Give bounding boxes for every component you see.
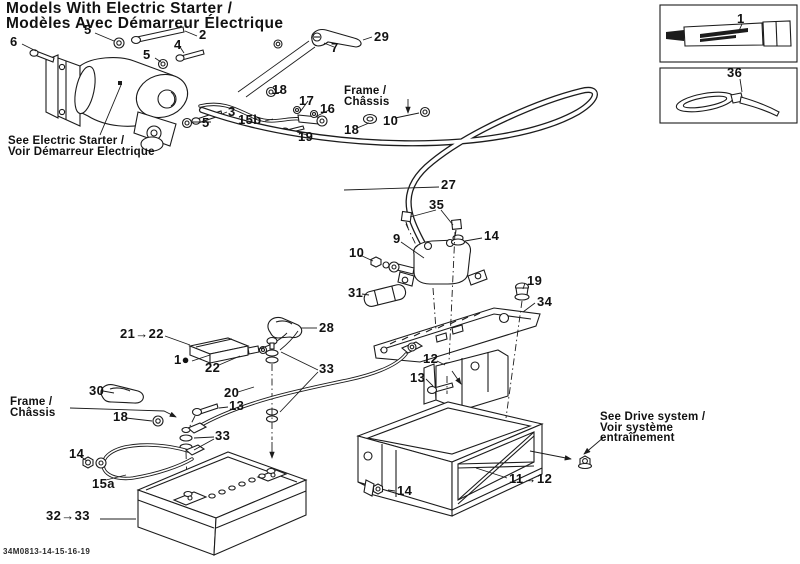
callout-1-apply: 1●: [174, 352, 190, 367]
callout-19b: 19: [527, 273, 543, 288]
battery-tray: [356, 349, 544, 517]
frame-grommets: [362, 106, 431, 125]
callout-31: 31: [348, 285, 364, 300]
page-title-line1: Models With Electric Starter /: [6, 0, 233, 17]
note-target-dot: [118, 81, 122, 85]
callout-19a: 19: [298, 129, 314, 144]
boot-28: [267, 316, 303, 339]
inset-box-cable-tie: [659, 67, 798, 124]
callout-10a: 10: [349, 245, 365, 260]
drive-system-nut: [577, 455, 593, 470]
note-frame-top: Frame / Châssis: [344, 85, 390, 108]
callout-32-33: 32→33: [46, 508, 90, 523]
note-electric-starter: See Electric Starter / Voir Démarreur El…: [8, 135, 155, 158]
callout-5a: 5: [84, 22, 92, 37]
solenoid-assembly: [370, 210, 488, 287]
assembly-axis-lines: [405, 223, 523, 419]
boot-30: [100, 384, 144, 404]
callout-33r: 33: [319, 361, 335, 376]
callout-14a: 14: [484, 228, 500, 243]
battery-cable-27: [198, 86, 598, 264]
callout-18c: 18: [113, 409, 129, 424]
callout-5c: 5: [202, 115, 210, 130]
callout-9: 9: [393, 231, 401, 246]
callout-20: 20: [224, 385, 240, 400]
washer-18-left: [152, 415, 164, 427]
callout-3: 3: [228, 104, 236, 119]
callout-34: 34: [537, 294, 553, 309]
callout-29: 29: [374, 29, 390, 44]
callout-13b: 13: [410, 370, 426, 385]
cable-clamp: [237, 29, 362, 98]
fuse-link-31: [363, 284, 407, 307]
callout-22: 22: [205, 360, 221, 375]
callout-14b: 14: [397, 483, 413, 498]
callout-6: 6: [10, 34, 18, 49]
note-frame-left: Frame / Châssis: [10, 396, 56, 419]
callout-18a: 18: [272, 82, 288, 97]
washer-stack-33-right: [265, 336, 279, 459]
callout-box-36: 36: [727, 65, 743, 80]
fuse-holder-21-22: [188, 330, 299, 364]
callout-box-1: 1: [737, 11, 745, 26]
callout-15a: 15a: [92, 476, 115, 491]
callout-15b: 15b: [238, 112, 262, 127]
page-title-line2: Modèles Avec Démarreur Électrique: [6, 15, 284, 32]
battery-cable-20: [186, 341, 424, 434]
callout-28: 28: [319, 320, 335, 335]
callout-10b: 10: [383, 113, 399, 128]
callout-4: 4: [174, 37, 182, 52]
callout-35: 35: [429, 197, 445, 212]
page-title: Models With Electric Starter / Modèles A…: [6, 0, 284, 32]
bolt-13-left: [187, 403, 219, 431]
callout-5b: 5: [143, 47, 151, 62]
callout-12: 12: [423, 351, 439, 366]
drawing-code: 34M0813-14-15-16-19: [3, 547, 91, 556]
battery: [136, 451, 308, 556]
starter-motor: [45, 54, 189, 152]
callout-33l: 33: [215, 428, 231, 443]
callout-17: 17: [299, 93, 315, 108]
inset-box-grease-tube: [659, 4, 798, 63]
callout-2: 2: [199, 27, 207, 42]
callout-14l: 14: [69, 446, 85, 461]
nut-14-left: [82, 456, 94, 469]
leader-lines: [21, 30, 605, 520]
callout-27: 27: [441, 177, 457, 192]
callout-16: 16: [320, 101, 336, 116]
callout-7: 7: [331, 40, 339, 55]
callout-18b: 18: [344, 122, 360, 137]
callout-11-12: 11→12: [509, 471, 553, 486]
starter-cable-15b: [198, 86, 328, 135]
callout-30: 30: [89, 383, 105, 398]
callout-21-22: 21→22: [120, 326, 164, 341]
callout-13a: 13: [229, 398, 245, 413]
note-drive-system: See Drive system / Voir système entraîne…: [600, 411, 706, 444]
battery-cable-15a: [95, 443, 206, 481]
